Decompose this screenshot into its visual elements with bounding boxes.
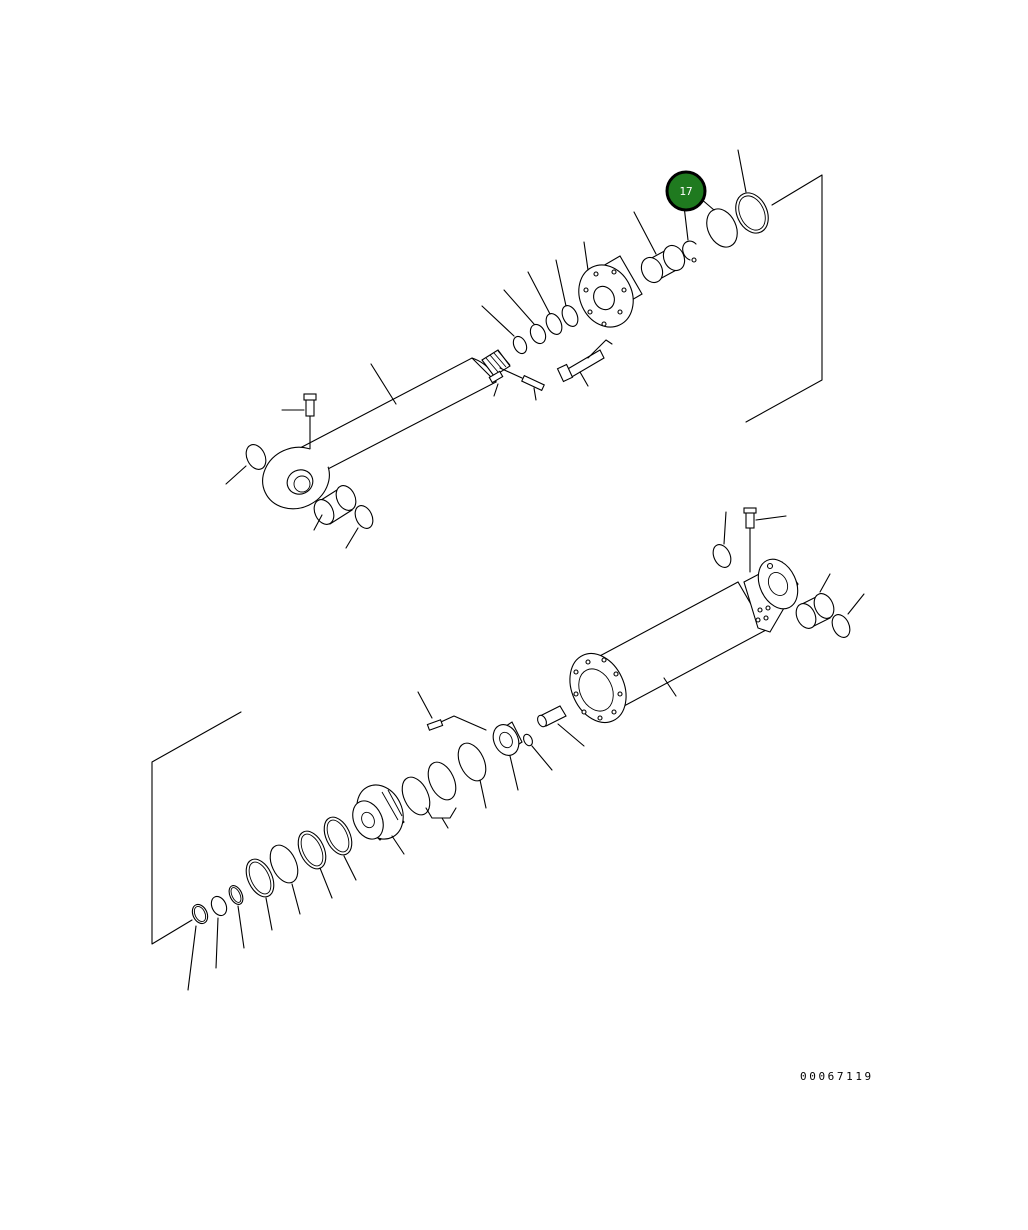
callout-17-marker xyxy=(665,170,707,212)
seal-ring-rod-eye-right xyxy=(345,505,374,549)
drawing-number: 00067119 xyxy=(800,1070,874,1083)
seal-ring-tube-eye-right xyxy=(831,593,865,638)
seal-rings-rod-head xyxy=(481,259,579,355)
callout-17-label: 17 xyxy=(679,185,692,198)
lower-bracket-line xyxy=(151,711,242,945)
wear-ring-nut-side xyxy=(457,742,487,809)
bushing-tube-eye xyxy=(795,573,835,629)
grease-fitting-bottom xyxy=(743,507,787,573)
cylinder-tube xyxy=(569,581,767,723)
upper-bracket-line xyxy=(745,174,823,423)
grease-fitting-top xyxy=(281,393,317,449)
rod-set-pin xyxy=(488,370,504,397)
rod-small-screw xyxy=(499,367,545,401)
seal-ring-tube-eye-left xyxy=(712,511,732,568)
rod-eye xyxy=(262,446,334,510)
seal-ring-large-1 xyxy=(699,197,738,248)
tube-plug xyxy=(537,705,585,747)
piston-ring-pair xyxy=(401,761,457,829)
snap-ring xyxy=(682,205,697,263)
seal-ring-large-2 xyxy=(735,149,769,234)
cylinder-head xyxy=(578,241,643,328)
head-bushing xyxy=(633,211,686,284)
piston-ring-series xyxy=(187,816,357,991)
seal-ring-rod-eye-left xyxy=(225,444,267,485)
cylinder-bottom-mount xyxy=(743,558,799,633)
piston-rod xyxy=(262,349,511,510)
bushing-rod-eye xyxy=(313,485,357,531)
callout-17[interactable]: 17 xyxy=(665,170,707,212)
nut-ring-small xyxy=(523,733,553,771)
head-bolt xyxy=(556,339,613,387)
piston xyxy=(352,784,405,855)
piston-nut xyxy=(417,691,523,791)
